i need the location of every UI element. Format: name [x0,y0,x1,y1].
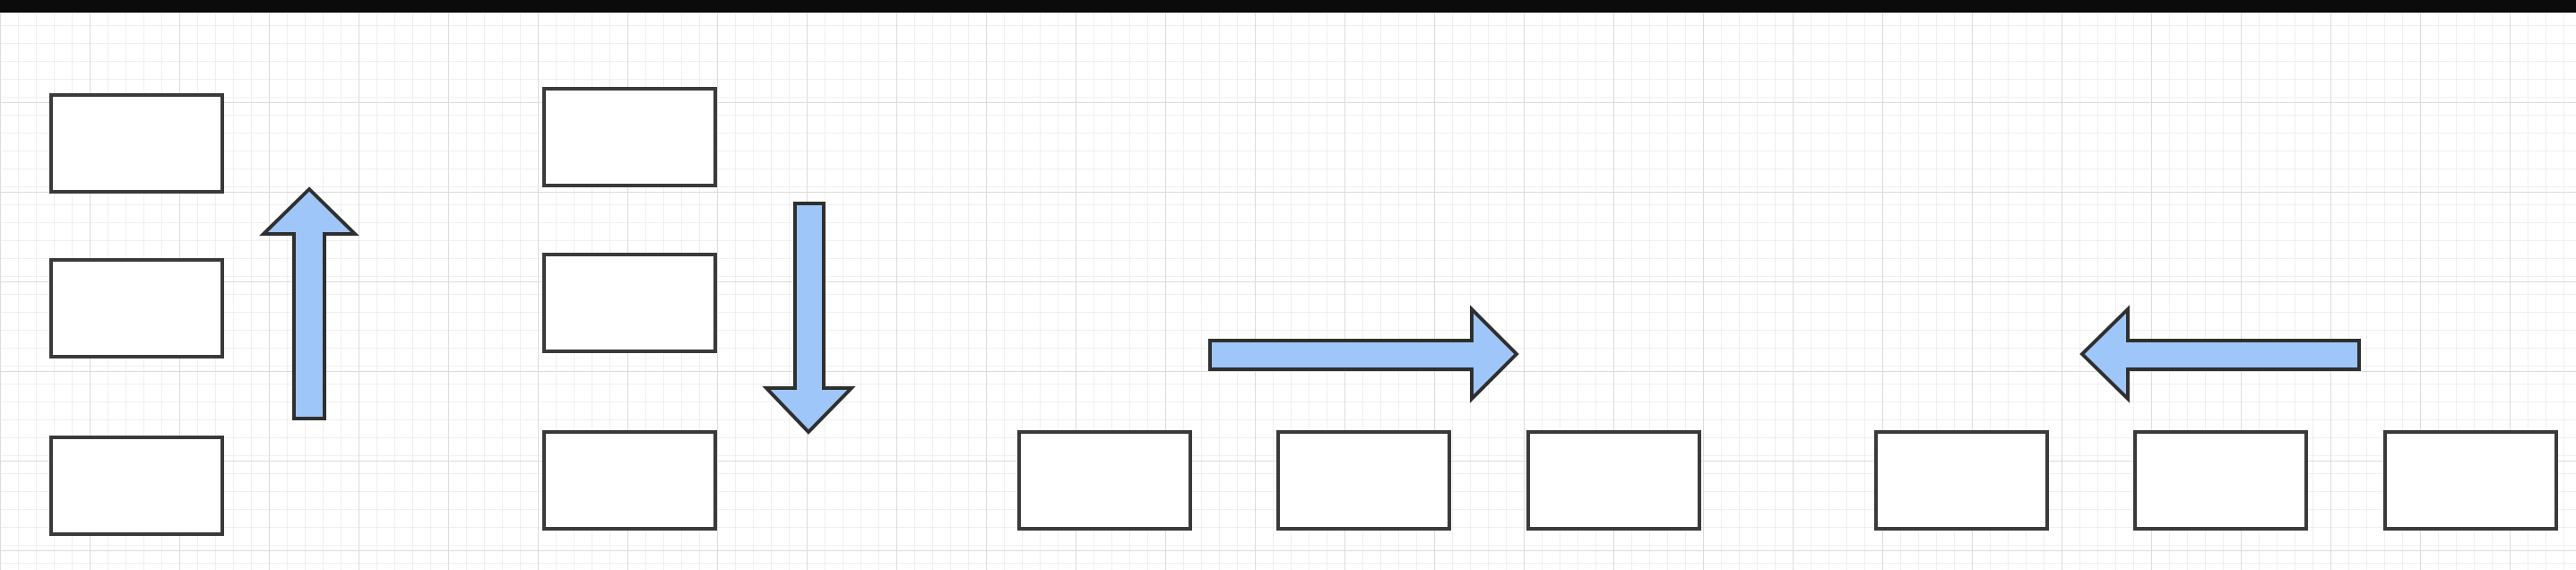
diagram-box[interactable] [49,436,224,536]
diagram-box[interactable] [49,258,224,358]
left-arrow-icon[interactable] [2079,305,2361,403]
diagram-svg [0,13,2576,570]
diagram-box[interactable] [1276,430,1451,531]
diagram-box[interactable] [2133,430,2308,531]
diagram-box[interactable] [1874,430,2049,531]
top-bar [0,0,2576,13]
up-arrow-icon[interactable] [259,186,359,420]
right-arrow-icon[interactable] [1208,305,1519,403]
diagram-box[interactable] [49,93,224,194]
diagram-box[interactable] [1526,430,1701,531]
diagram-box[interactable] [1017,430,1192,531]
down-arrow-icon[interactable] [762,202,856,435]
diagram-box[interactable] [542,87,717,187]
diagram-box[interactable] [542,253,717,353]
group-horizontal-row-left [1874,305,2558,531]
group-vertical-stack-up [49,93,359,536]
group-vertical-stack-down [542,87,856,531]
group-horizontal-row-right [1017,305,1701,531]
diagram-box[interactable] [542,430,717,531]
diagram-box[interactable] [2383,430,2558,531]
